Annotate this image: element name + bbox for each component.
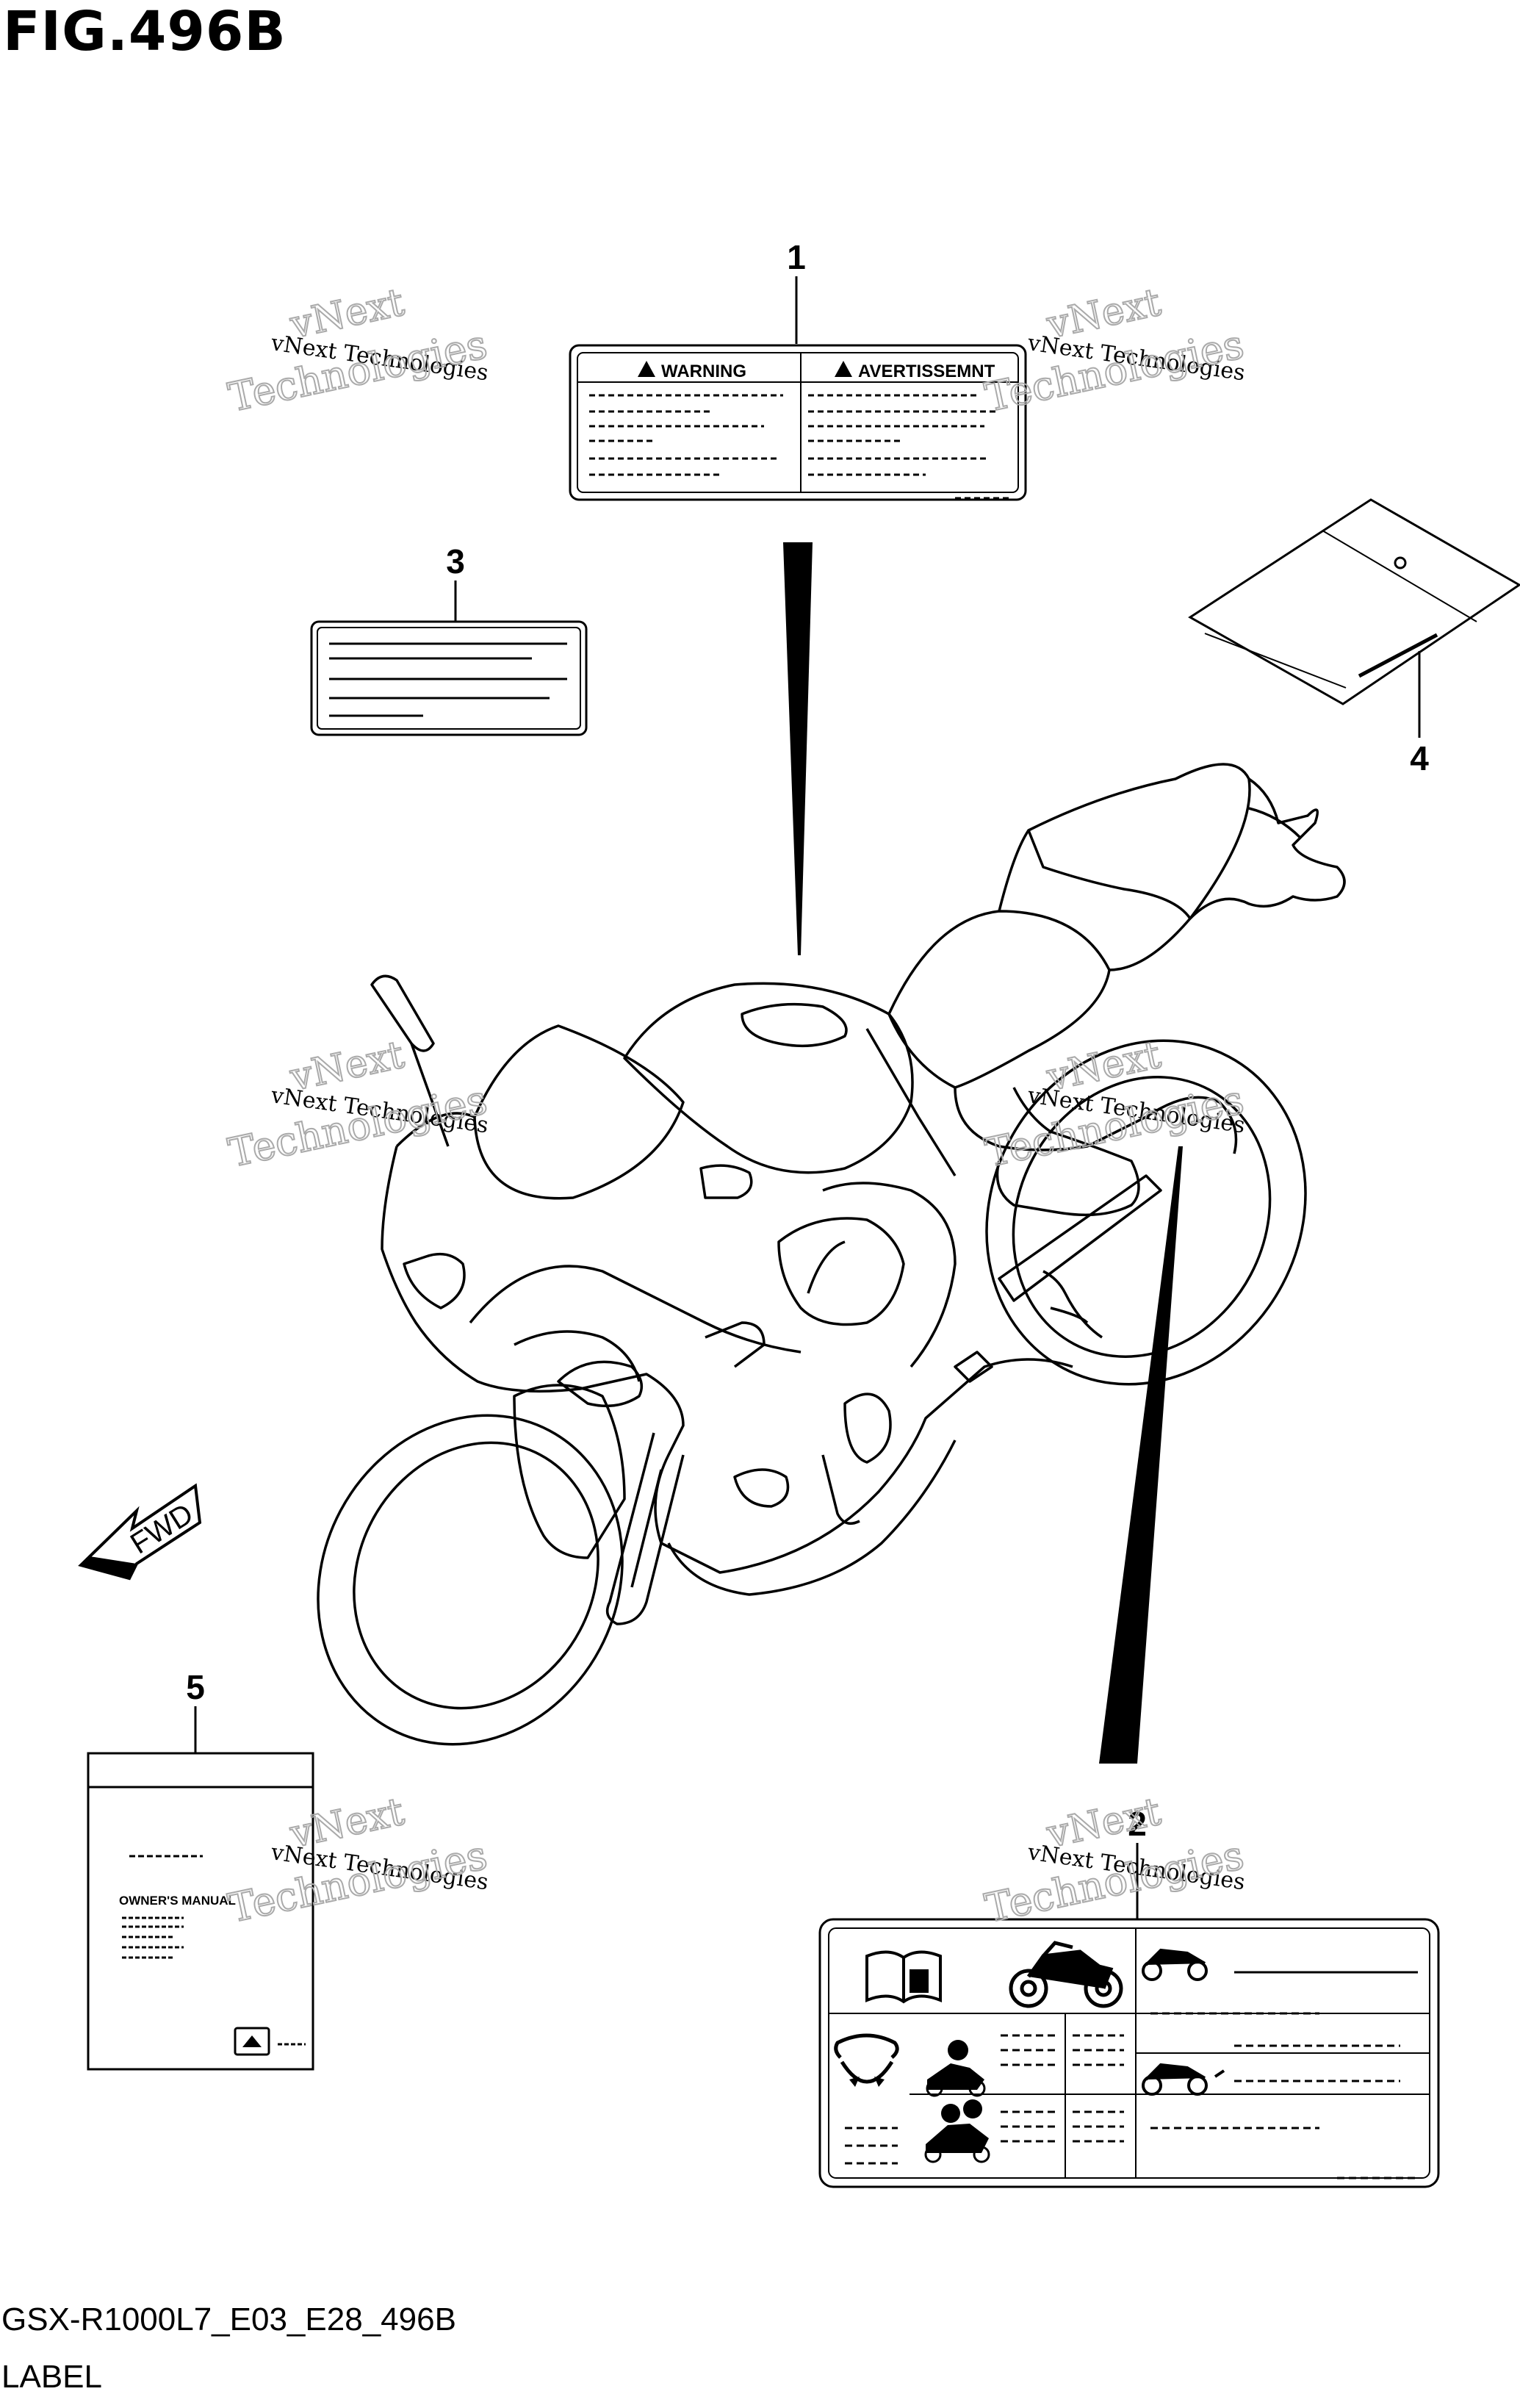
- tire-pressure-icon: [834, 2033, 899, 2087]
- label-3: [310, 620, 588, 736]
- label-4-sheet: [1188, 498, 1520, 705]
- label-1-avertissement-heading: AVERTISSEMNT: [858, 362, 995, 381]
- label-2-tire-info: [818, 1918, 1440, 2188]
- callout-2: 2: [1128, 1805, 1147, 1843]
- svg-text:vNext: vNext: [286, 1033, 408, 1100]
- figure-code: GSX-R1000L7_E03_E28_496B: [1, 2301, 456, 2337]
- svg-text:Technologies: Technologies: [981, 1832, 1248, 1932]
- svg-text:Technologies: Technologies: [981, 1077, 1248, 1176]
- rider-solo-icon: [926, 2040, 986, 2097]
- motorcycle-icon: [1009, 1941, 1123, 2008]
- pointer-label-1: [783, 542, 813, 955]
- callout-1: 1: [787, 238, 806, 276]
- pointer-label-2: [1099, 1146, 1183, 1764]
- front-wheel-motorcycle-icon: [1142, 1948, 1208, 1981]
- rear-wheel-motorcycle-icon: [1142, 2063, 1225, 2096]
- svg-text:vNext: vNext: [1042, 281, 1164, 348]
- page-title: FIG.496B: [3, 0, 287, 63]
- label-1-warning-heading: WARNING: [661, 362, 746, 381]
- label-5-manual-title: OWNER'S MANUAL: [119, 1894, 236, 1908]
- rider-passenger-icon: [924, 2099, 990, 2163]
- callout-3: 3: [446, 542, 465, 581]
- forward-direction-arrow: FWD: [78, 1483, 202, 1581]
- manual-book-icon: [865, 1950, 942, 2004]
- svg-text:vNext: vNext: [286, 281, 408, 348]
- svg-text:vNext: vNext: [1042, 1790, 1164, 1857]
- callout-5: 5: [186, 1668, 205, 1706]
- label-1-warning: WARNING AVERTISSEMNT: [569, 344, 1027, 501]
- svg-text:Technologies: Technologies: [225, 1832, 491, 1932]
- figure-subtitle: LABEL: [1, 2359, 102, 2395]
- label-5-owners-manual: OWNER'S MANUAL: [87, 1752, 314, 2071]
- leader-lines: [194, 276, 1421, 1919]
- motorcycle-drawing: [317, 763, 1346, 1746]
- svg-text:Technologies: Technologies: [225, 321, 491, 421]
- svg-text:Technologies: Technologies: [981, 321, 1248, 421]
- callout-4: 4: [1410, 739, 1429, 777]
- watermarks: vNext Technologies vNext Technologies vN…: [224, 280, 1249, 1933]
- svg-text:Technologies: Technologies: [225, 1077, 491, 1176]
- svg-text:vNext: vNext: [286, 1790, 408, 1857]
